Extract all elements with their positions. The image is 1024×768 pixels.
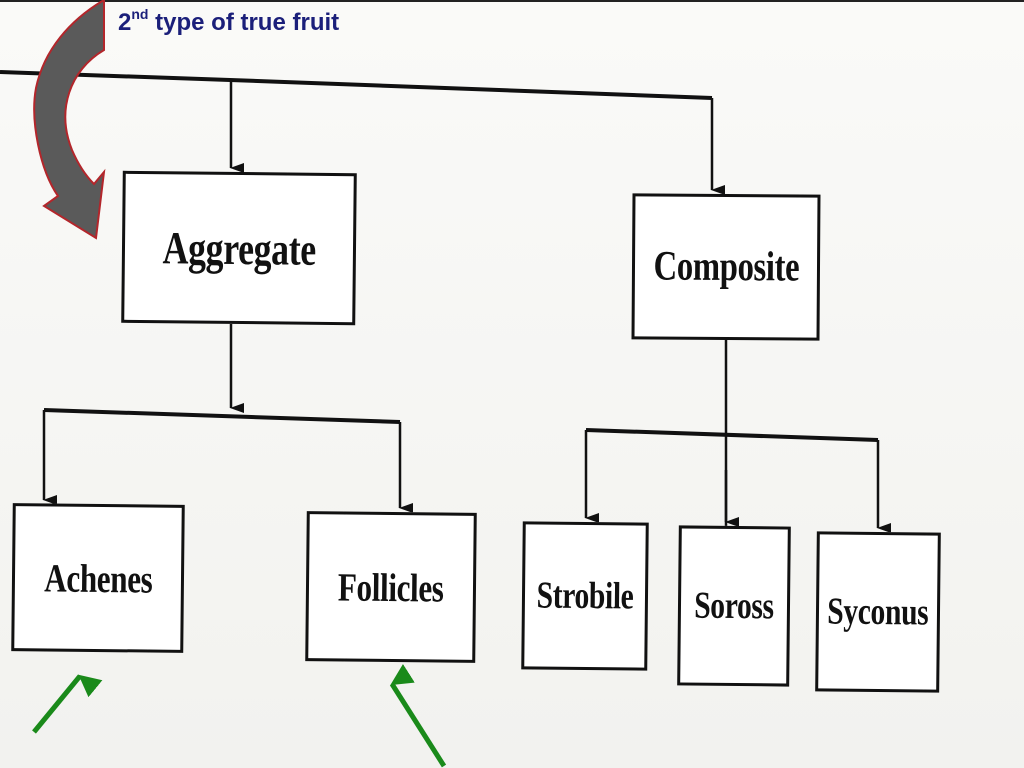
node-follicles: Follicles	[305, 511, 477, 663]
title-superscript: nd	[131, 6, 149, 22]
slide-title: 2nd type of true fruit	[118, 6, 340, 37]
green-pointer-follicles	[389, 663, 447, 768]
node-strobile: Strobile	[521, 521, 649, 671]
node-composite-label: Composite	[652, 243, 800, 291]
green-pointer-achenes	[32, 674, 103, 734]
node-composite: Composite	[631, 193, 821, 341]
node-achenes: Achenes	[11, 503, 185, 653]
node-achenes-label: Achenes	[43, 554, 153, 602]
title-number: 2	[118, 9, 132, 36]
node-follicles-label: Follicles	[337, 563, 445, 611]
node-aggregate-label: Aggregate	[162, 221, 316, 275]
top-rule	[0, 0, 1024, 2]
node-soross-label: Soross	[694, 584, 774, 628]
node-syconus-label: Syconus	[827, 590, 929, 634]
edge-root-bar	[0, 70, 713, 100]
node-strobile-label: Strobile	[536, 574, 634, 618]
edge-aggregate-bar	[43, 408, 401, 424]
node-syconus: Syconus	[815, 531, 941, 693]
edge-composite-bar	[585, 428, 879, 442]
node-aggregate: Aggregate	[121, 170, 357, 326]
title-text: type of true fruit	[148, 9, 340, 36]
curved-highlight-arrow	[33, 0, 106, 240]
node-soross: Soross	[677, 525, 791, 687]
